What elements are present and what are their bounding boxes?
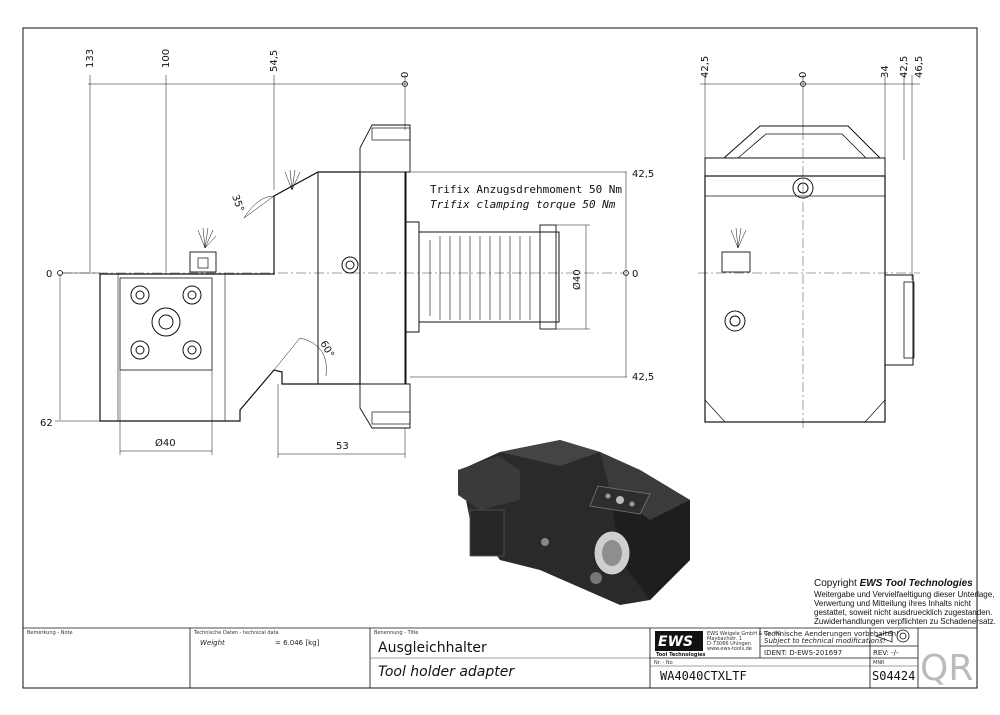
title-block <box>23 627 977 688</box>
side-dim-42-5-left: 42,5 <box>700 56 711 78</box>
side-dim-42-5-right: 42,5 <box>899 56 910 78</box>
dim-133: 133 <box>85 49 96 68</box>
change-note-de: Technische Aenderungen vorbehalten! <box>763 630 899 638</box>
dim-54-5: 54,5 <box>269 50 280 72</box>
dim-42-5-bottom-right: 42,5 <box>632 372 654 383</box>
copyright-title: Copyright EWS Tool Technologies <box>814 578 973 589</box>
front-view <box>55 75 629 458</box>
dim-62: 62 <box>40 418 53 429</box>
number-label: Nr. - No <box>654 660 673 666</box>
copyright-note: Copyright EWS Tool Technologies Weiterga… <box>814 578 996 626</box>
dim-0-left: 0 <box>46 269 52 280</box>
side-dim-34: 34 <box>880 65 891 78</box>
svg-text:Tool Technologies: Tool Technologies <box>656 652 706 658</box>
rev: REV: -/- <box>873 649 899 657</box>
isometric-render <box>458 440 690 605</box>
ews-logo: EWS Tool Technologies <box>655 631 706 658</box>
front-view-labels: 133 100 54,5 0 0 62 42,5 0 42,5 Ø40 53 3… <box>40 49 654 452</box>
company-line-2: Maybachstr. 1 <box>707 636 742 642</box>
side-view <box>698 75 920 430</box>
dim-42-5-top-right: 42,5 <box>632 169 654 180</box>
copyright-line-2: Verwertung und Mitteilung ihres Inhalts … <box>814 599 972 608</box>
dim-dia40-bottom: Ø40 <box>155 437 176 449</box>
side-view-labels: 42,5 0 34 42,5 46,5 <box>700 56 925 78</box>
ident: IDENT: D-EWS-201697 <box>764 649 842 657</box>
side-dim-46-5: 46,5 <box>914 56 925 78</box>
svg-text:EWS: EWS <box>658 634 693 650</box>
company-line-1: EWS Weigele GmbH & Co. KG <box>707 631 781 637</box>
dim-0-right: 0 <box>632 269 638 280</box>
dim-shaft-dia40: Ø40 <box>571 269 583 290</box>
weight-label: Weight <box>200 639 225 647</box>
angle-35: 35° <box>229 193 245 213</box>
dim-53: 53 <box>336 441 349 452</box>
change-note-en: Subject to technical modifications! <box>764 637 886 645</box>
title-label: Benennung - Title <box>374 630 418 636</box>
title-de: Ausgleichhalter <box>378 640 487 656</box>
company-line-3: D-73066 Uhingen <box>707 641 751 647</box>
torque-note-en: Trifix clamping torque 50 Nm <box>430 198 616 211</box>
side-dim-0: 0 <box>798 72 809 78</box>
copyright-line-3: gestattet, soweit nicht ausdruecklich zu… <box>814 608 992 617</box>
copyright-line-4: Zuwiderhandlungen verpflichten zu Schade… <box>814 617 996 626</box>
tech-data-label: Technische Daten - technical data <box>193 630 279 636</box>
qr-placeholder: QR <box>920 648 973 689</box>
part-number: WA4040CTXLTF <box>660 669 747 683</box>
copyright-line-1: Weitergabe und Vervielfaeltigung dieser … <box>814 590 994 599</box>
company-line-4: www.ews-tools.de <box>707 646 752 652</box>
mnr-number: S04424 <box>872 669 915 683</box>
mnr-label: MNR <box>873 660 885 666</box>
note-label: Bemerkung - Note <box>27 630 73 636</box>
dim-100: 100 <box>161 49 172 68</box>
torque-note-de: Trifix Anzugsdrehmoment 50 Nm <box>430 183 622 196</box>
dim-0-top: 0 <box>400 72 411 78</box>
sheet-border <box>22 27 978 689</box>
title-en: Tool holder adapter <box>378 664 515 680</box>
weight-value: = 6.046 [kg] <box>275 639 320 647</box>
title-block-text: Bemerkung - Note Technische Daten - tech… <box>27 630 973 689</box>
torque-note: Trifix Anzugsdrehmoment 50 Nm Trifix cla… <box>430 183 622 211</box>
